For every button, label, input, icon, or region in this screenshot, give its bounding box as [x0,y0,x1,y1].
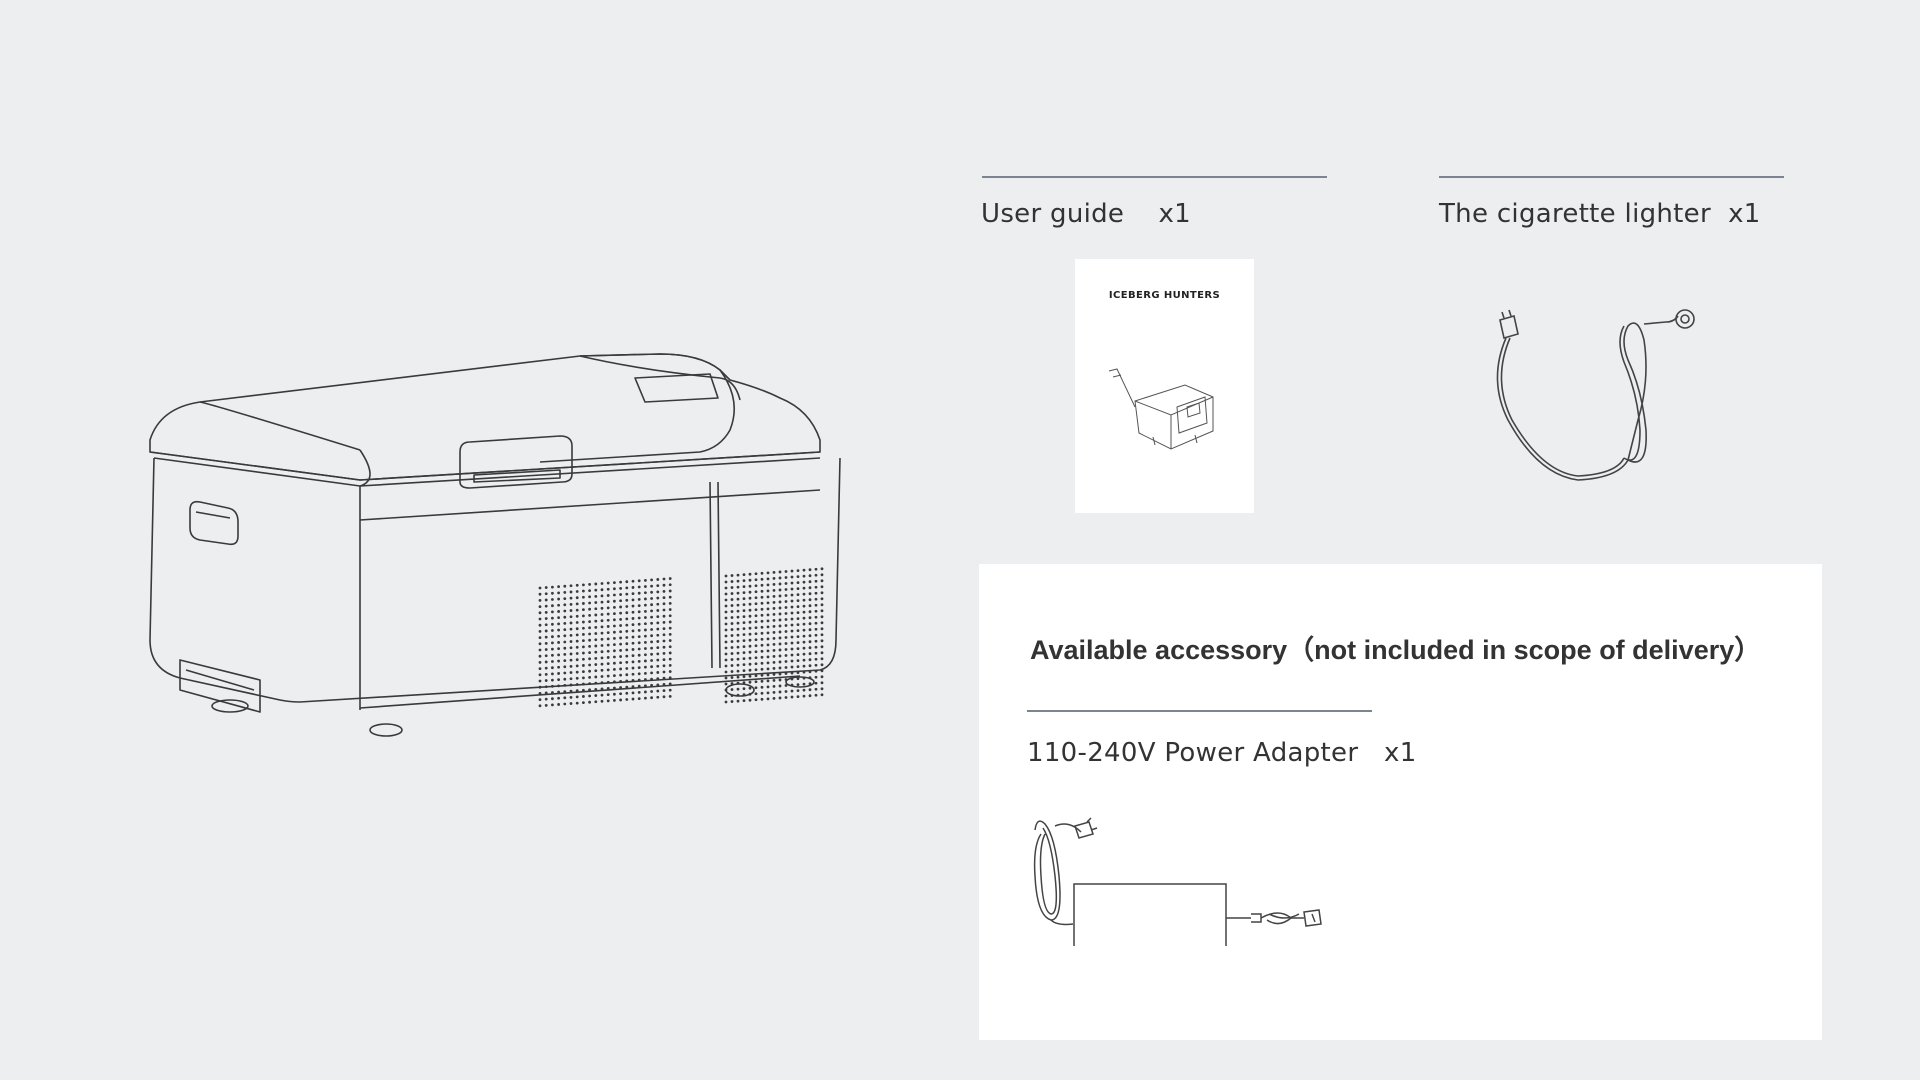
cigarette-lighter-qty: x1 [1728,199,1761,229]
power-adapter-divider [1027,710,1372,712]
user-guide-divider [982,176,1327,178]
user-guide-label: User guide x1 [981,199,1191,229]
user-guide-booklet: ICEBERG HUNTERS [1075,259,1254,513]
booklet-fridge-icon [1108,368,1214,450]
accessory-title: Available accessory（not included in scop… [1030,635,1762,665]
accessory-panel: Available accessory（not included in scop… [979,564,1822,1040]
cigarette-lighter-name: The cigarette lighter [1439,199,1711,229]
portable-fridge-illustration [149,353,841,737]
cigarette-lighter-divider [1439,176,1784,178]
user-guide-qty: x1 [1158,199,1192,229]
booklet-brand: ICEBERG HUNTERS [1108,290,1221,301]
power-adapter-name: 110-240V Power Adapter [1027,738,1359,768]
cigarette-lighter-label: The cigarette lighter x1 [1439,199,1761,229]
user-guide-name: User guide [981,199,1125,229]
power-adapter-icon [1033,817,1322,946]
cigarette-lighter-cable-icon [1496,309,1695,481]
power-adapter-qty: x1 [1384,738,1417,768]
power-adapter-label: 110-240V Power Adapter x1 [1027,738,1417,768]
